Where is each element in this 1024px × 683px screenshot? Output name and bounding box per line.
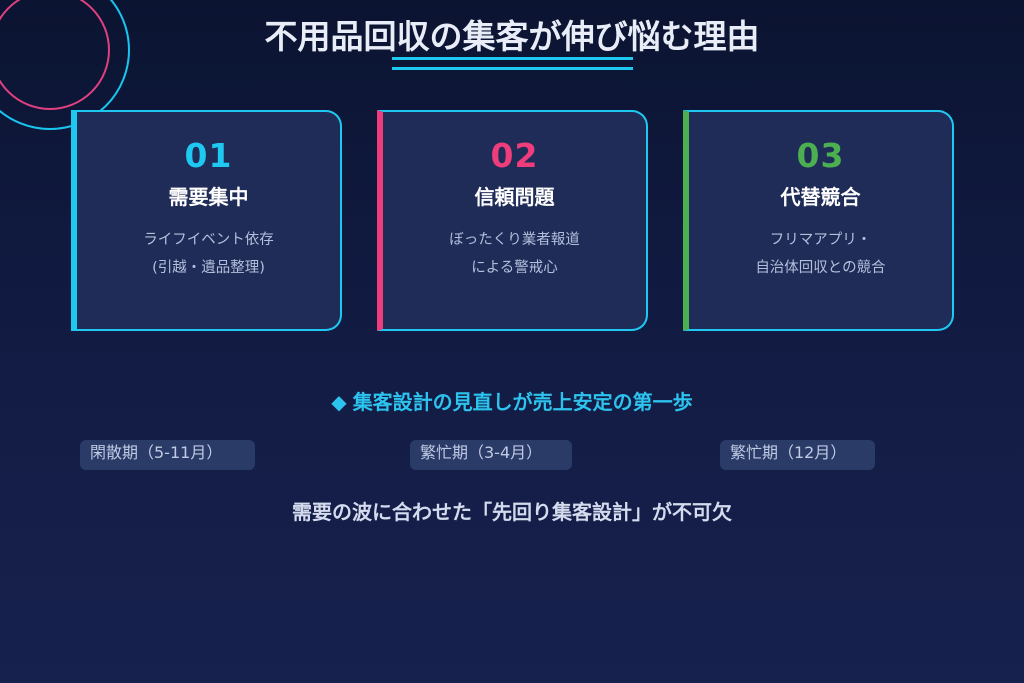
card-description-line: (引越・遺品整理) xyxy=(152,260,265,276)
season-tag-busy-spring: 繁忙期（3-4月） xyxy=(410,440,572,470)
slide-title: 不用品回収の集客が伸び悩む理由 xyxy=(264,17,760,56)
conclusion-text: 需要の波に合わせた「先回り集客設計」が不可欠 xyxy=(292,500,732,524)
diamond-icon: ◆ xyxy=(331,390,347,414)
card-description: ぼったくり業者報道 による警戒心 xyxy=(383,226,646,282)
reason-card-demand: 01 需要集中 ライフイベント依存 (引越・遺品整理) xyxy=(71,110,342,331)
card-description-line: ライフイベント依存 xyxy=(143,232,274,248)
season-tag-off-peak: 閑散期（5-11月） xyxy=(80,440,255,470)
card-number: 01 xyxy=(184,136,233,175)
card-number: 03 xyxy=(796,136,845,175)
card-title: 需要集中 xyxy=(168,185,249,209)
decorative-circle-inner xyxy=(0,0,110,110)
card-description-line: ぼったくり業者報道 xyxy=(449,232,580,248)
season-tag-busy-december: 繁忙期（12月） xyxy=(720,440,875,470)
title-underline-top xyxy=(392,57,633,60)
card-description-line: による警戒心 xyxy=(471,260,558,276)
card-description-line: 自治体回収との競合 xyxy=(755,260,886,276)
reason-card-trust: 02 信頼問題 ぼったくり業者報道 による警戒心 xyxy=(377,110,648,331)
key-message-text: 集客設計の見直しが売上安定の第一歩 xyxy=(352,390,693,414)
card-title: 信頼問題 xyxy=(474,185,555,209)
reason-card-competition: 03 代替競合 フリマアプリ・ 自治体回収との競合 xyxy=(683,110,954,331)
key-message: ◆集客設計の見直しが売上安定の第一歩 xyxy=(0,388,1024,416)
title-underline-bottom xyxy=(392,67,633,70)
card-title: 代替競合 xyxy=(780,185,861,209)
card-description-line: フリマアプリ・ xyxy=(769,232,872,248)
card-description: フリマアプリ・ 自治体回収との競合 xyxy=(689,226,952,282)
card-number: 02 xyxy=(490,136,539,175)
card-description: ライフイベント依存 (引越・遺品整理) xyxy=(77,226,340,282)
